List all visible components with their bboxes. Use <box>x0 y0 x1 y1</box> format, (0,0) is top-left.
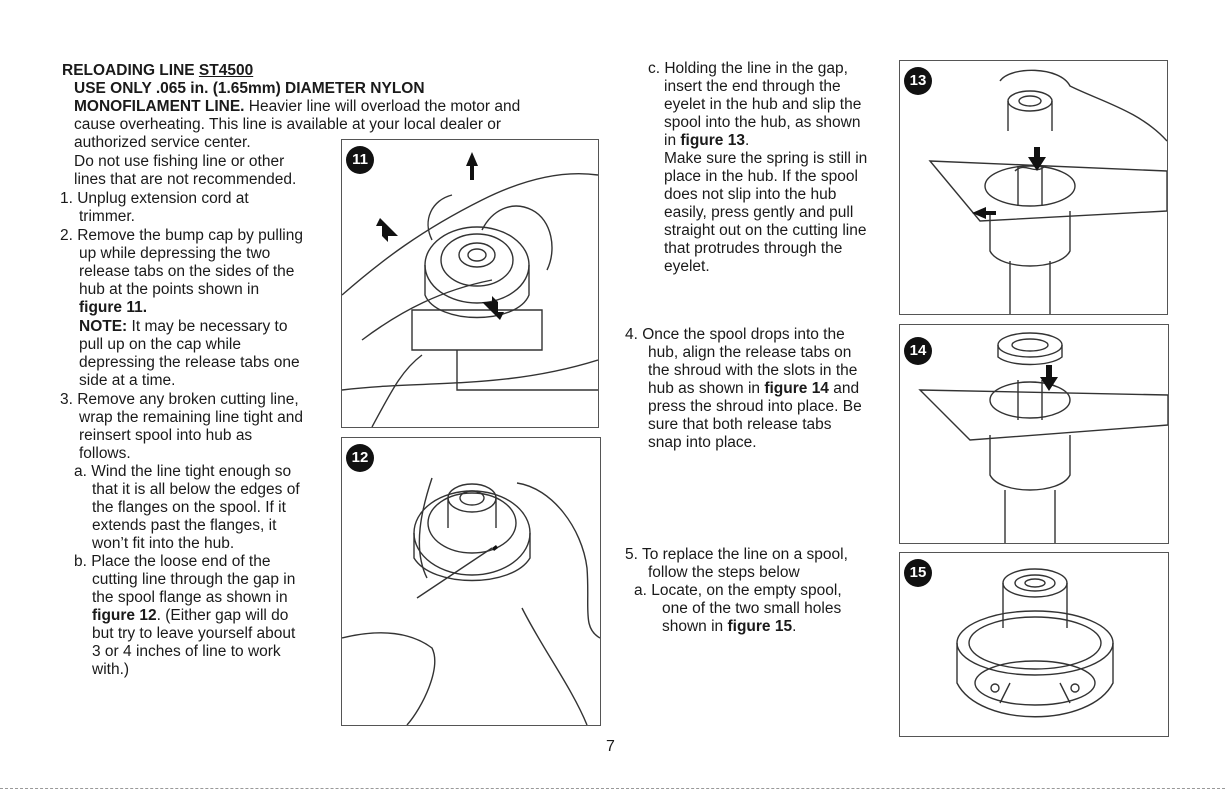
step4-line-7: snap into place. <box>648 434 757 451</box>
figure14-ref: figure 14 <box>764 380 829 397</box>
figure-15-badge: 15 <box>904 559 932 587</box>
step2-note-4: side at a time. <box>79 372 176 389</box>
step3-a-2: that it is all below the edges of <box>92 481 300 498</box>
stepc-line-4: spool into the hub, as shown <box>664 114 861 131</box>
warning-line-5: Do not use fishing line or other <box>74 153 285 170</box>
heading-title: RELOADING LINE <box>62 62 199 79</box>
step3-line-3: reinsert spool into hub as <box>79 427 253 444</box>
stepc-l5-post: . <box>744 132 750 149</box>
step2-line-3: release tabs on the sides of the <box>79 263 295 280</box>
step5-a3-pre: shown in <box>662 618 728 635</box>
step3-line-1: 3. Remove any broken cutting line, <box>60 391 299 408</box>
step3-a-3: the flanges on the spool. If it <box>92 499 286 516</box>
step3-b-4-rest: . (Either gap will do <box>156 607 289 624</box>
step3-b-2: cutting line through the gap in <box>92 571 296 588</box>
stepc-line-12: eyelet. <box>664 258 710 275</box>
step2-line-5: figure 11. <box>79 299 148 316</box>
figure-11-illustration <box>342 152 598 427</box>
stepc-line-11: that protrudes through the <box>664 240 843 257</box>
page-bottom-rule <box>0 788 1225 789</box>
step3-b-5: but try to leave yourself about <box>92 625 296 642</box>
stepc-line-3: eyelet in the hub and slip the <box>664 96 862 113</box>
figure15-ref: figure 15 <box>727 618 793 635</box>
step3-a-5: won’t fit into the hub. <box>92 535 235 552</box>
heading-model: ST4500 <box>198 62 254 79</box>
step3-b-7: with.) <box>92 661 130 678</box>
step4-l4-pre: hub as shown in <box>648 380 765 397</box>
stepc-line-2: insert the end through the <box>664 78 841 95</box>
figure-15-illustration <box>956 568 1114 718</box>
figure-14-illustration <box>918 332 1168 543</box>
step5-a-1: a. Locate, on the empty spool, <box>634 582 842 599</box>
warning-line-2: MONOFILAMENT LINE. Heavier line will ove… <box>74 98 520 117</box>
warning-line-6: lines that are not recommended. <box>74 171 297 188</box>
figure-12-illustration <box>342 477 600 725</box>
stepc-line-5: in figure 13. <box>664 132 749 151</box>
step3-b-3: the spool flange as shown in <box>92 589 288 606</box>
stepc-line-6: Make sure the spring is still in <box>664 150 868 167</box>
figure13-ref: figure 13 <box>680 132 745 149</box>
step3-b-4: figure 12. (Either gap will do <box>92 607 288 626</box>
step4-line-4: hub as shown in figure 14 and <box>648 380 859 399</box>
step1-line-2: trimmer. <box>79 208 135 225</box>
step2-line-1: 2. Remove the bump cap by pulling <box>60 227 303 244</box>
step4-line-2: hub, align the release tabs on <box>648 344 852 361</box>
figure-13-illustration <box>928 69 1167 314</box>
warning-bold: MONOFILAMENT LINE. <box>74 98 245 115</box>
step3-b-6: 3 or 4 inches of line to work <box>92 643 281 660</box>
figure12-ref: figure 12 <box>92 607 157 624</box>
warning-line-4: authorized service center. <box>74 134 251 151</box>
figure-12-badge: 12 <box>346 444 374 472</box>
step5-line-1: 5. To replace the line on a spool, <box>625 546 848 563</box>
warning-rest: Heavier line will overload the motor and <box>244 98 521 115</box>
step4-line-5: press the shroud into place. Be <box>648 398 862 415</box>
step1-line-1: 1. Unplug extension cord at <box>60 190 249 207</box>
stepc-l5-pre: in <box>664 132 681 149</box>
step3-line-4: follows. <box>79 445 131 462</box>
note-label: NOTE: <box>79 318 128 335</box>
step5-line-2: follow the steps below <box>648 564 800 581</box>
step4-l4-post: and <box>828 380 860 397</box>
step5-a3-post: . <box>792 618 797 635</box>
figure-13-badge: 13 <box>904 67 932 95</box>
warning-line-1: USE ONLY .065 in. (1.65mm) DIAMETER NYLO… <box>74 80 425 97</box>
stepc-line-1: c. Holding the line in the gap, <box>648 60 848 77</box>
warning-line-3: cause overheating. This line is availabl… <box>74 116 502 133</box>
step3-a-1: a. Wind the line tight enough so <box>74 463 292 480</box>
figure-14: 14 <box>899 324 1169 544</box>
stepc-line-7: place in the hub. If the spool <box>664 168 858 185</box>
section-heading: RELOADING LINE ST4500 <box>62 62 253 81</box>
stepc-line-8: does not slip into the hub <box>664 186 837 203</box>
step4-line-3: the shroud with the slots in the <box>648 362 858 379</box>
stepc-line-10: straight out on the cutting line <box>664 222 867 239</box>
step4-line-6: sure that both release tabs <box>648 416 832 433</box>
figure-14-badge: 14 <box>904 337 932 365</box>
step2-line-2: up while depressing the two <box>79 245 271 262</box>
step2-note-1: NOTE: It may be necessary to <box>79 318 287 337</box>
step3-line-2: wrap the remaining line tight and <box>79 409 304 426</box>
figure-15: 15 <box>899 552 1169 737</box>
step5-a-3: shown in figure 15. <box>662 618 796 637</box>
step2-note-2: pull up on the cap while <box>79 336 242 353</box>
step2-note-3: depressing the release tabs one <box>79 354 300 371</box>
step4-line-1: 4. Once the spool drops into the <box>625 326 845 343</box>
page-number: 7 <box>606 738 615 755</box>
stepc-line-9: easily, press gently and pull <box>664 204 854 221</box>
note-text: It may be necessary to <box>127 318 288 335</box>
step3-a-4: extends past the flanges, it <box>92 517 277 534</box>
figure-13: 13 <box>899 60 1168 315</box>
step3-b-1: b. Place the loose end of the <box>74 553 271 570</box>
step5-a-2: one of the two small holes <box>662 600 842 617</box>
step2-line-4: hub at the points shown in <box>79 281 260 298</box>
figure-11: 11 <box>341 139 599 428</box>
figure-11-badge: 11 <box>346 146 374 174</box>
figure-12: 12 <box>341 437 601 726</box>
